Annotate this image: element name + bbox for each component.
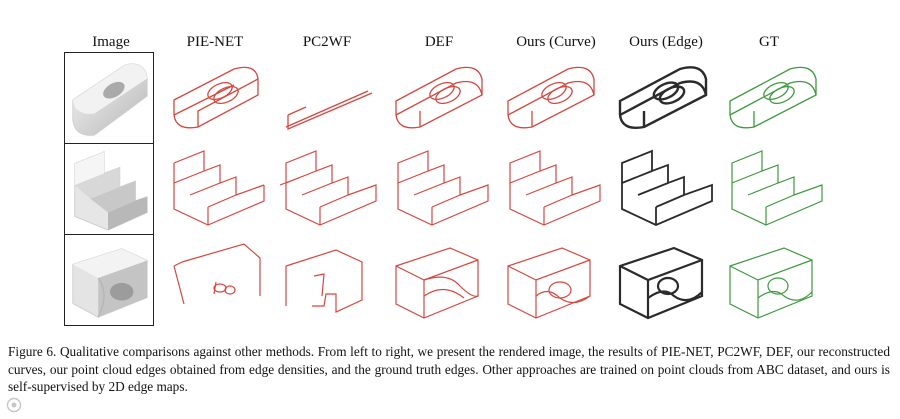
ours-curve-result-row-2: [500, 145, 610, 235]
rendered-image-row-2: [64, 143, 154, 235]
column-header-ours-edge: Ours (Edge): [629, 34, 703, 50]
watermark-logo: [6, 396, 70, 414]
pc2wf-result-row-3: [276, 236, 386, 326]
ours-curve-result-row-1: [500, 55, 610, 145]
column-header-def: DEF: [424, 34, 454, 50]
ours-curve-result-row-3: [500, 236, 610, 326]
ours-edge-result-row-1: [612, 55, 722, 145]
pie-net-result-row-2: [164, 145, 274, 235]
gt-result-row-2: [722, 145, 832, 235]
gt-result-row-1: [722, 55, 832, 145]
qualitative-comparison-figure: Image PIE-NET PC2WF DEF Ours (Curve) Our…: [64, 34, 832, 326]
pc2wf-result-row-1: [276, 55, 386, 145]
column-header-ours-curve: Ours (Curve): [516, 34, 596, 50]
ours-edge-result-row-3: [612, 236, 722, 326]
ours-edge-result-row-2: [612, 145, 722, 235]
column-header-gt: GT: [759, 34, 779, 50]
pie-net-result-row-1: [164, 55, 274, 145]
pie-net-result-row-3: [164, 236, 274, 326]
def-result-row-1: [388, 55, 498, 145]
pc2wf-result-row-2: [276, 145, 386, 235]
def-result-row-2: [388, 145, 498, 235]
figure-caption: Figure 6. Qualitative comparisons agains…: [8, 344, 890, 394]
rendered-image-row-1: [64, 52, 154, 144]
def-result-row-3: [388, 236, 498, 326]
column-header-pc2wf: PC2WF: [302, 34, 352, 50]
column-header-pie-net: PIE-NET: [186, 34, 244, 50]
column-header-image: Image: [92, 34, 130, 50]
rendered-image-row-3: [64, 234, 154, 326]
gt-result-row-3: [722, 236, 832, 326]
